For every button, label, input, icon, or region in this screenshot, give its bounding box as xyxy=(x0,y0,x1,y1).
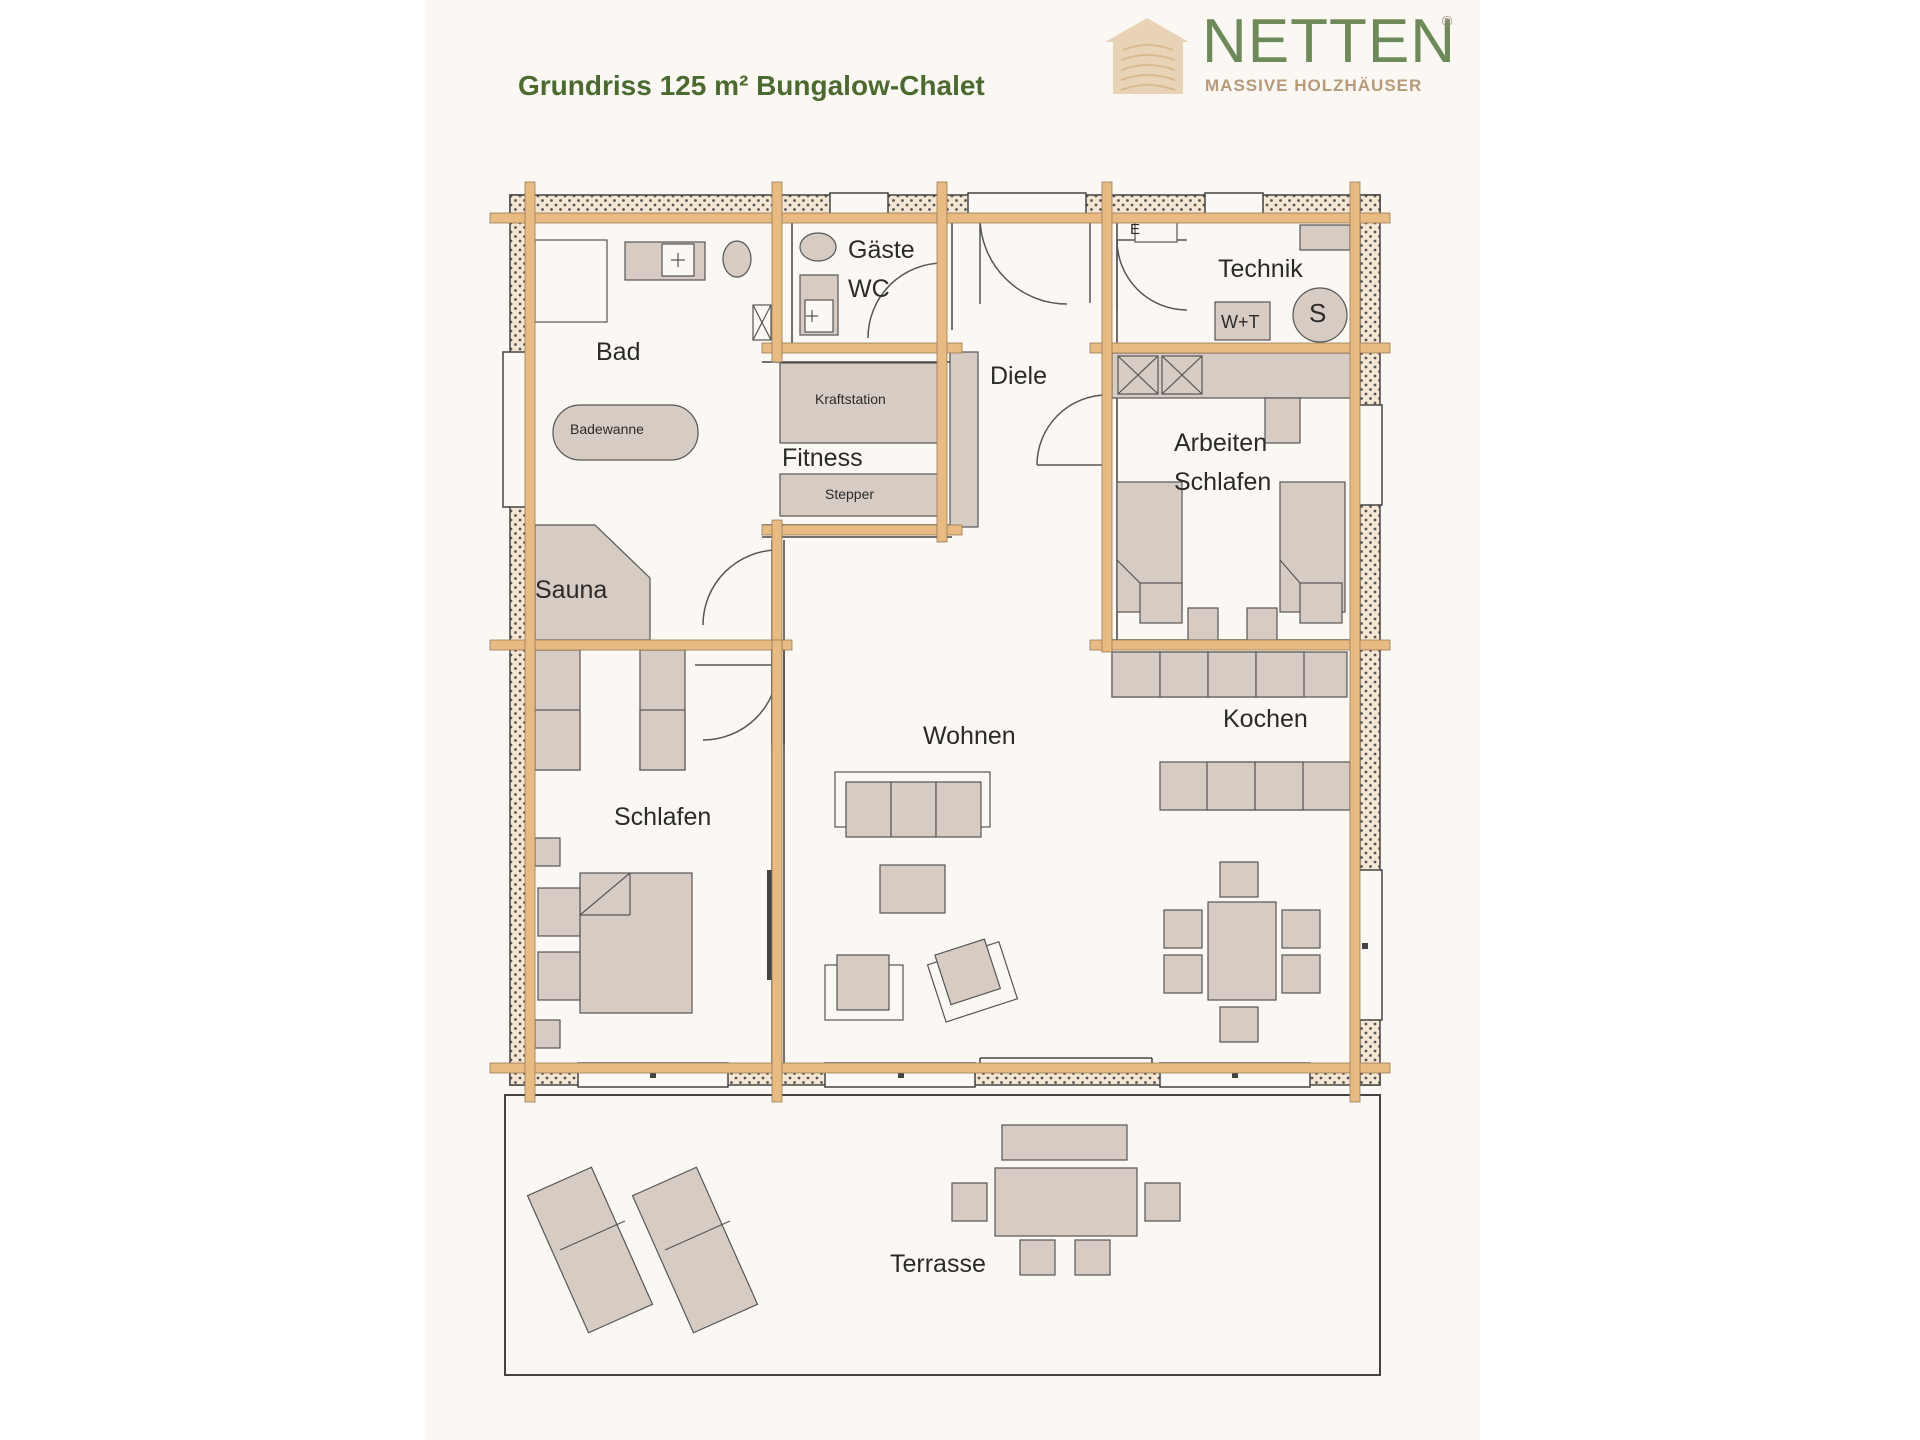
fixture-label-kraftstation: Kraftstation xyxy=(815,391,886,407)
logo-wordmark: NETTEN xyxy=(1202,7,1456,76)
fixture-label-badewanne: Badewanne xyxy=(570,421,644,437)
timber-frame xyxy=(489,181,1391,1103)
fixture-label-speicher: S xyxy=(1309,298,1327,328)
logo-registered-mark: ® xyxy=(1440,14,1454,30)
fixture-label-heater: E xyxy=(1130,221,1141,238)
furniture-details xyxy=(559,253,1301,1251)
plan-title: Grundriss 125 m² Bungalow-Chalet xyxy=(518,70,985,101)
logo-tagline: MASSIVE HOLZHÄUSER xyxy=(1205,76,1423,95)
room-label-fitness: Fitness xyxy=(782,444,863,472)
room-label-arbeiten-schlafen: Schlafen xyxy=(1174,468,1272,496)
room-label-gaeste: Gäste xyxy=(848,236,915,264)
fixture-label-wt: W+T xyxy=(1221,312,1260,332)
furniture xyxy=(526,221,1353,1334)
house-logo-icon xyxy=(1105,18,1189,94)
room-label-wohnen: Wohnen xyxy=(923,722,1016,750)
terrace-outline xyxy=(504,1094,1381,1376)
window-markers xyxy=(650,943,1368,1078)
room-label-kochen: Kochen xyxy=(1223,705,1308,733)
room-label-sauna: Sauna xyxy=(535,576,608,604)
room-label-diele: Diele xyxy=(990,362,1047,390)
room-label-bad: Bad xyxy=(596,338,641,366)
room-label-technik: Technik xyxy=(1218,255,1303,283)
room-label-arbeiten: Arbeiten xyxy=(1174,429,1268,457)
room-label-terrasse: Terrasse xyxy=(890,1250,986,1278)
room-label-schlafen: Schlafen xyxy=(614,803,712,831)
sliding-door-panel xyxy=(767,870,775,980)
fixture-label-stepper: Stepper xyxy=(825,486,875,502)
room-label-wc: WC xyxy=(848,275,890,303)
